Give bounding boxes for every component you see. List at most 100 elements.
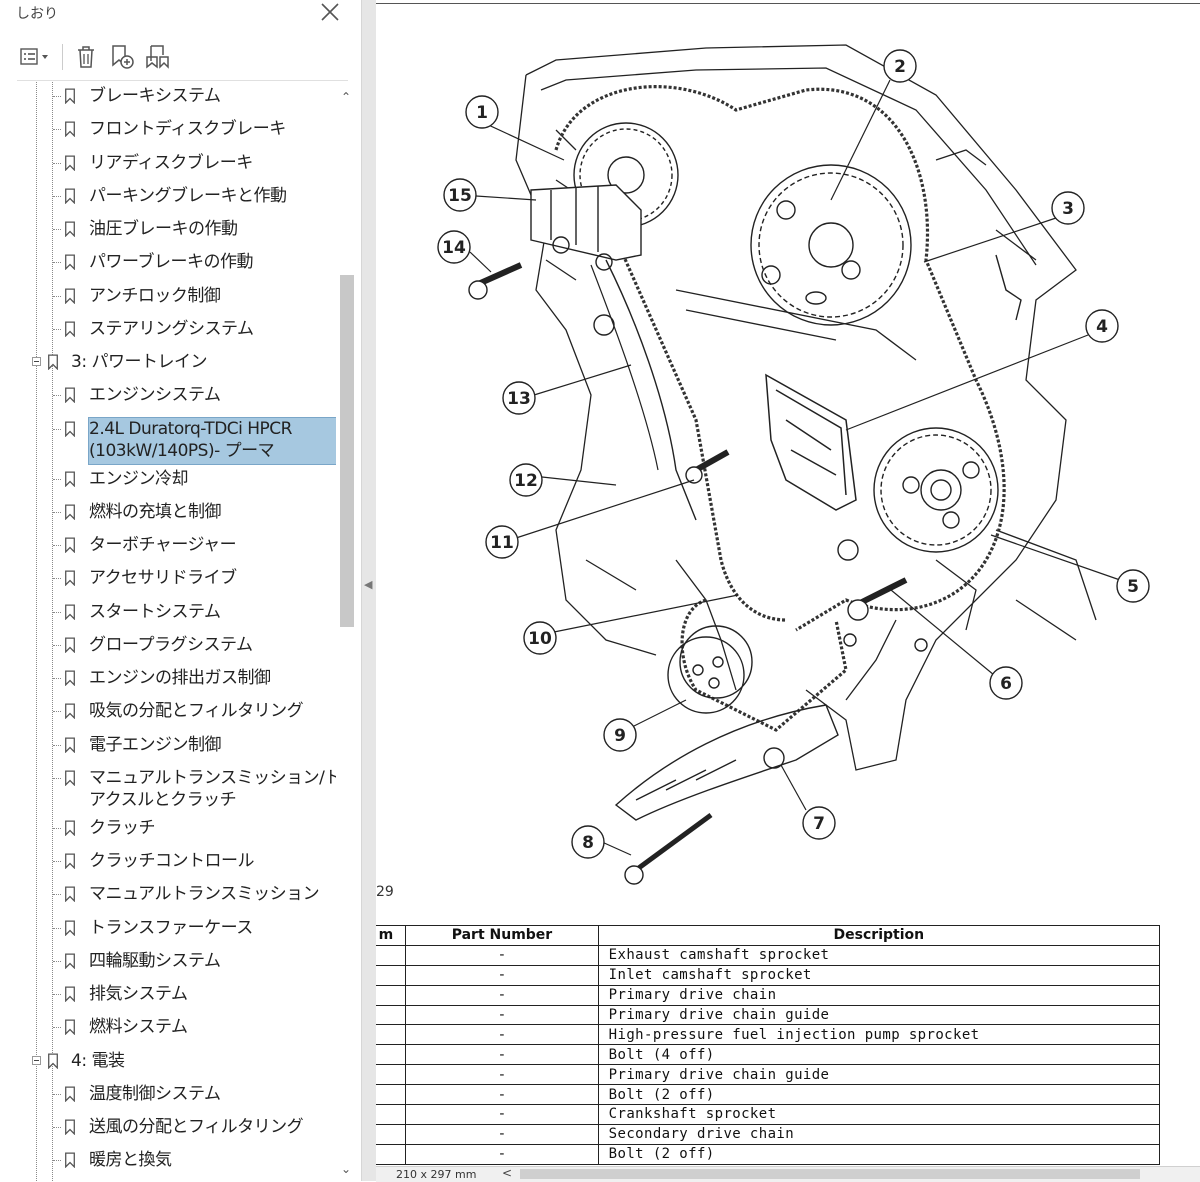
chevron-left-icon[interactable]: < <box>502 1166 513 1180</box>
tree-branch-line <box>53 1160 61 1162</box>
part-number-cell: - <box>405 1104 599 1125</box>
part-number-cell: - <box>405 1004 599 1026</box>
bookmark-item[interactable]: 油圧ブレーキの作動 <box>0 217 336 250</box>
bookmark-item[interactable]: 電子エンジン制御 <box>0 733 336 766</box>
close-icon[interactable] <box>318 0 342 24</box>
bookmark-item[interactable]: アンチロック制御 <box>0 284 336 317</box>
bookmark-label: 3: パワートレイン <box>71 352 207 372</box>
chevron-up-icon[interactable]: ⌃ <box>341 90 352 104</box>
table-row: -Primary drive chain guide <box>376 1064 1161 1086</box>
tree-branch-line <box>53 1127 61 1129</box>
bookmark-item[interactable]: 温度制御システム <box>0 1082 336 1115</box>
find-bookmark-icon[interactable] <box>142 40 174 74</box>
bookmark-item[interactable]: 暖房と換気 <box>0 1148 336 1181</box>
item-cell <box>376 944 407 966</box>
tree-branch-line <box>53 827 61 830</box>
callout-number: 14 <box>442 238 466 258</box>
tree-branch-line <box>53 195 61 198</box>
header-description: Description <box>597 925 1161 946</box>
bookmark-item[interactable]: 2.4L Duratorq-TDCi HPCR(103kW/140PS)- プー… <box>0 416 336 467</box>
tree-branch-line <box>53 545 61 547</box>
bookmark-item[interactable]: トランスファーケース <box>0 916 336 949</box>
bookmark-item[interactable]: パワーブレーキの作動 <box>0 250 336 283</box>
bookmark-item[interactable]: 吸気の分配とフィルタリング <box>0 699 336 732</box>
bookmark-item[interactable]: フロントディスクブレーキ <box>0 117 336 150</box>
part-number-cell: - <box>405 1044 599 1066</box>
table-row: -Exhaust camshaft sprocket <box>376 944 1161 966</box>
bookmark-label: フロントディスクブレーキ <box>89 119 286 140</box>
bookmark-item[interactable]: エンジン冷却 <box>0 467 336 500</box>
bookmark-item[interactable]: アクセサリドライブ <box>0 566 336 599</box>
callout-5: 5 <box>1116 569 1150 603</box>
bookmark-item[interactable]: エンジンの排出ガス制御 <box>0 666 336 699</box>
tree-branch-line <box>53 229 61 231</box>
callout-number: 1 <box>476 103 488 123</box>
bookmark-item[interactable]: グロープラグシステム <box>0 633 336 666</box>
bookmark-item[interactable]: マニュアルトランスミッション/トランスアクスルとクラッチ <box>0 766 336 816</box>
bookmark-item[interactable]: マニュアルトランスミッション <box>0 882 336 915</box>
bookmark-item[interactable]: 燃料の充填と制御 <box>0 500 336 533</box>
tree-branch-line <box>53 129 61 131</box>
bookmark-item[interactable]: ステアリングシステム <box>0 317 336 350</box>
callout-number: 2 <box>894 57 906 77</box>
new-bookmark-icon[interactable] <box>106 40 138 74</box>
bookmark-icon <box>65 737 75 753</box>
bookmark-label: マニュアルトランスミッション <box>89 884 320 905</box>
collapse-toggle-icon[interactable] <box>32 1055 41 1065</box>
trash-icon[interactable] <box>72 40 100 74</box>
item-cell <box>376 1044 407 1066</box>
bookmark-item[interactable]: パーキングブレーキと作動 <box>0 184 336 217</box>
bookmark-item[interactable]: リアディスクブレーキ <box>0 151 336 184</box>
item-cell <box>376 984 407 1006</box>
part-number-cell: - <box>405 964 599 986</box>
callout-15: 15 <box>443 178 477 212</box>
bookmark-item[interactable]: ブレーキシステム <box>0 84 336 117</box>
item-cell <box>376 1104 407 1125</box>
bookmark-icon <box>65 1086 75 1102</box>
bookmark-item[interactable]: 排気システム <box>0 982 336 1015</box>
panel-title: しおり <box>16 6 58 22</box>
chevron-down-icon[interactable]: ⌄ <box>341 1162 352 1176</box>
bookmark-label: エンジンの排出ガス制御 <box>89 668 271 688</box>
bookmark-label: パワーブレーキの作動 <box>89 252 253 273</box>
list-options-icon[interactable] <box>18 40 54 74</box>
sidebar-scrollbar[interactable]: ⌃ ⌄ <box>338 82 356 1181</box>
horizontal-scrollbar-thumb[interactable] <box>520 1169 1140 1179</box>
bookmark-item[interactable]: クラッチコントロール <box>0 849 336 882</box>
table-row: -Bolt (2 off) <box>376 1084 1161 1106</box>
collapse-toggle-icon[interactable] <box>32 357 41 366</box>
bookmark-item[interactable]: ターボチャージャー <box>0 533 336 566</box>
scrollbar-thumb[interactable] <box>340 275 354 627</box>
tree-branch-line <box>53 295 61 298</box>
page-number: 29 <box>376 884 394 900</box>
callout-3: 3 <box>1051 191 1085 225</box>
selection-highlight <box>88 416 336 465</box>
bookmark-icon <box>65 853 75 869</box>
callout-number: 15 <box>448 186 472 206</box>
bookmark-icon <box>65 920 75 936</box>
part-number-cell: - <box>405 1024 599 1046</box>
bookmark-item[interactable]: スタートシステム <box>0 600 336 633</box>
bookmark-label: 吸気の分配とフィルタリング <box>89 701 304 722</box>
bookmark-item[interactable]: 送風の分配とフィルタリング <box>0 1115 336 1148</box>
tree-branch-line <box>53 611 61 614</box>
bookmark-label: 暖房と換気 <box>89 1150 172 1171</box>
bookmark-item[interactable]: 燃料システム <box>0 1015 336 1048</box>
bookmark-label: マニュアルトランスミッション/トランス <box>89 767 336 788</box>
bookmark-icon <box>65 88 75 104</box>
bookmark-icon <box>65 570 75 587</box>
bookmark-section-item[interactable]: 4: 電装 <box>0 1049 336 1082</box>
bookmark-section-item[interactable]: 3: パワートレイン <box>0 350 336 383</box>
callout-8: 8 <box>571 825 605 859</box>
bookmark-icon <box>48 1053 58 1069</box>
panel-splitter[interactable]: ◀ <box>362 0 377 1181</box>
collapse-arrow-icon[interactable]: ◀ <box>364 578 373 591</box>
bookmark-label: トランスファーケース <box>89 917 253 938</box>
page-size-label: 210 x 297 mm <box>396 1168 477 1181</box>
bookmark-item[interactable]: クラッチ <box>0 816 336 849</box>
bookmark-item[interactable]: 四輪駆動システム <box>0 949 336 982</box>
part-number-cell: - <box>405 1064 599 1086</box>
bookmark-item[interactable]: エンジンシステム <box>0 383 336 416</box>
bookmark-label: 四輪駆動システム <box>89 950 221 971</box>
tree-branch-line <box>53 428 61 431</box>
